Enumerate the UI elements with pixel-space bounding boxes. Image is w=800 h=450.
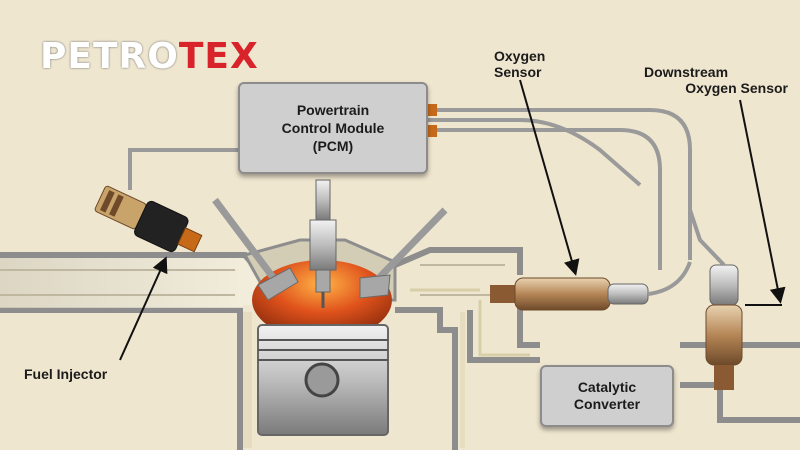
pcm-line1: Powertrain (296, 102, 370, 118)
oxygen-sensor-label-line1: Oxygen (494, 48, 546, 64)
downstream-sensor-label-line2: Oxygen Sensor (685, 80, 788, 96)
fuel-injector-label: Fuel Injector (24, 366, 107, 382)
logo-part1: PETRO (40, 36, 179, 77)
fuel-injector (94, 185, 203, 253)
pcm-connector-bottom (425, 125, 437, 137)
channel-linings (0, 264, 505, 296)
exhaust-valve (359, 207, 448, 299)
catalytic-line1: Catalytic (577, 379, 637, 395)
catalytic-converter-box: Catalytic Converter (540, 365, 674, 427)
downstream-sensor-label: Downstream Oxygen Sensor (640, 64, 788, 96)
fuel-injector-label-text: Fuel Injector (24, 366, 108, 382)
downstream-oxygen-sensor (688, 209, 743, 390)
catalytic-line2: Converter (573, 396, 641, 412)
exhaust-flow (410, 288, 530, 357)
piston (257, 324, 389, 436)
intake-valve (212, 197, 299, 301)
pcm-line2: Control Module (281, 120, 385, 136)
logo-part2: TEX (178, 36, 259, 77)
downstream-sensor-label-line1: Downstream (644, 64, 729, 80)
oxygen-sensor-label-line2: Sensor (494, 64, 542, 80)
petrotex-logo: PETROTEX (40, 36, 259, 77)
oxygen-sensor (490, 261, 692, 311)
pcm-box: Powertrain Control Module (PCM) (238, 82, 428, 174)
pcm-connector-top (425, 104, 437, 116)
spark-plug (309, 179, 337, 308)
callout-arrows (119, 79, 786, 361)
pcm-wires (128, 108, 692, 270)
oxygen-sensor-label: Oxygen Sensor (494, 48, 545, 80)
pcm-line3: (PCM) (312, 138, 354, 154)
